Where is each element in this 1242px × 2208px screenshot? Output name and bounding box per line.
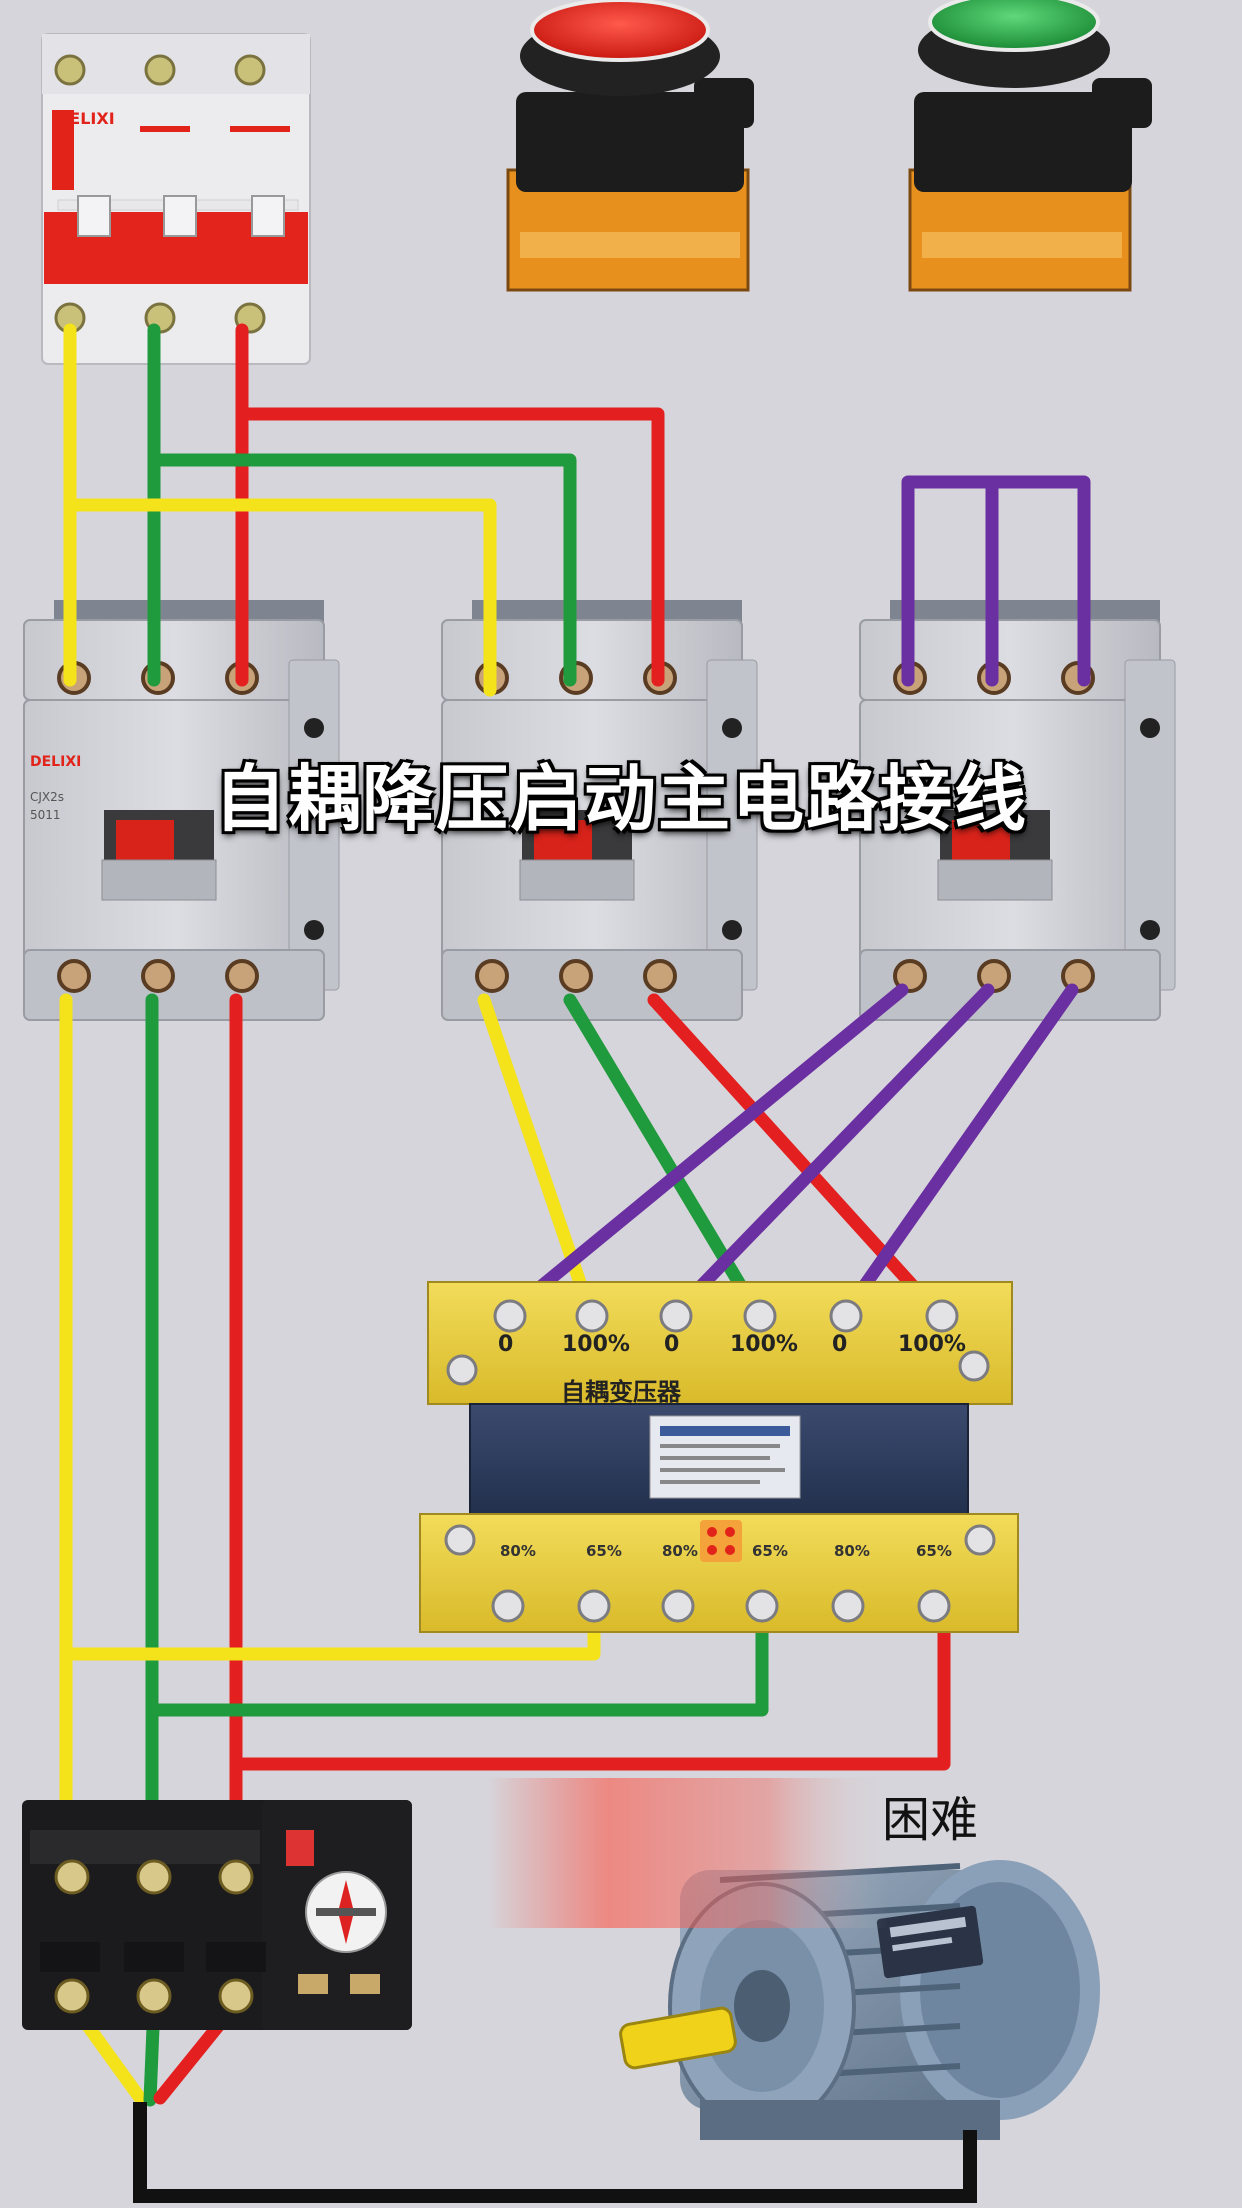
stop-button-icon bbox=[506, 0, 754, 292]
contactor-indicator bbox=[952, 820, 1010, 860]
wire-purple bbox=[503, 983, 909, 1319]
wires bbox=[59, 323, 1091, 2107]
tap-screw bbox=[925, 1299, 959, 1333]
neutral-bar bbox=[133, 2102, 977, 2203]
tap-top-2: 100% bbox=[562, 1332, 630, 1357]
tap-screw bbox=[745, 1589, 779, 1623]
wire-red bbox=[647, 993, 949, 1325]
tap-screw bbox=[659, 1299, 693, 1333]
tap-bottom-1: 80% bbox=[500, 1542, 536, 1560]
mount-screw bbox=[444, 1524, 476, 1556]
tap-screw bbox=[743, 1299, 777, 1333]
tap-screw bbox=[491, 1589, 525, 1623]
contactor-indicator bbox=[534, 820, 592, 860]
transformer-screws bbox=[444, 1299, 996, 1623]
tap-bottom-2: 65% bbox=[586, 1542, 622, 1560]
contactor-1-model: CJX2s bbox=[30, 790, 65, 804]
wire-yellow bbox=[477, 993, 599, 1325]
contactor-1-code: 5011 bbox=[30, 808, 61, 822]
contactor-group bbox=[23, 600, 1176, 1021]
tap-screw bbox=[575, 1299, 609, 1333]
tap-bottom-3: 80% bbox=[662, 1542, 698, 1560]
mount-screw bbox=[964, 1524, 996, 1556]
wire-red bbox=[229, 1601, 951, 1771]
tap-screw bbox=[829, 1299, 863, 1333]
mount-screw bbox=[446, 1354, 478, 1386]
wire-green bbox=[563, 993, 767, 1325]
tap-top-3: 0 bbox=[664, 1332, 680, 1357]
tap-screw bbox=[577, 1589, 611, 1623]
start-button-icon bbox=[908, 0, 1152, 292]
tap-top-1: 0 bbox=[498, 1332, 514, 1357]
tap-screw bbox=[917, 1589, 951, 1623]
wire-purple bbox=[669, 983, 995, 1319]
terminal-screw bbox=[559, 959, 593, 993]
terminal-screw bbox=[893, 959, 927, 993]
wire-green bbox=[147, 453, 577, 687]
motor-icon bbox=[619, 1860, 1100, 2140]
wire-yellow bbox=[63, 498, 497, 697]
contactor-icon bbox=[23, 600, 340, 1021]
tap-bottom-6: 65% bbox=[916, 1542, 952, 1560]
tap-top-4: 100% bbox=[730, 1332, 798, 1357]
tap-screw bbox=[493, 1299, 527, 1333]
contactor-1-brand: DELIXI bbox=[30, 754, 82, 770]
terminal-screw bbox=[57, 959, 91, 993]
wire-green bbox=[145, 1603, 769, 1717]
terminal-screw bbox=[225, 959, 259, 993]
terminal-screw bbox=[643, 959, 677, 993]
breaker-brand: DELIXI bbox=[56, 109, 115, 128]
blur-smudge bbox=[488, 1778, 888, 1928]
wire-purple bbox=[901, 475, 1091, 687]
motor-note: 困难 bbox=[882, 1792, 979, 1848]
terminal-screw bbox=[141, 959, 175, 993]
transformer-name: 自耦变压器 bbox=[561, 1378, 681, 1406]
tap-screw bbox=[831, 1589, 865, 1623]
tap-top-5: 0 bbox=[832, 1332, 848, 1357]
contactor-icon bbox=[859, 600, 1176, 1021]
contactor-icon bbox=[441, 600, 758, 1021]
tap-screw bbox=[661, 1589, 695, 1623]
tap-bottom-4: 65% bbox=[752, 1542, 788, 1560]
tap-bottom-5: 80% bbox=[834, 1542, 870, 1560]
wire-red bbox=[235, 407, 665, 687]
breaker-icon bbox=[41, 33, 311, 365]
mount-screw bbox=[958, 1350, 990, 1382]
contactor-indicator bbox=[116, 820, 174, 860]
tap-top-6: 100% bbox=[898, 1332, 966, 1357]
wire-purple bbox=[839, 983, 1079, 1319]
thermal-relay-icon bbox=[22, 1800, 412, 2030]
page-title: 自耦降压启动主电路接线 bbox=[213, 757, 1028, 841]
terminal-screw bbox=[475, 959, 509, 993]
